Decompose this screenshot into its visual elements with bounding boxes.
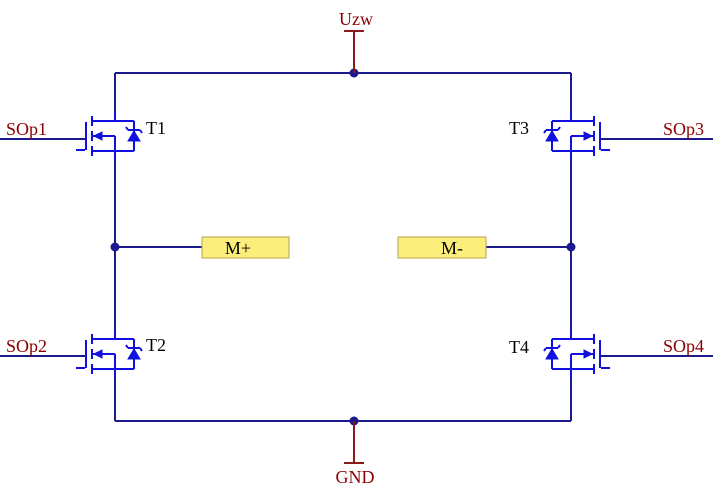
transistor-t4 xyxy=(543,329,611,379)
net-label-sop2: SOp2 xyxy=(6,336,47,356)
transistor-t3 xyxy=(543,111,611,161)
port-m-plus: M+ xyxy=(201,236,290,259)
port-m-minus-label: M- xyxy=(441,238,463,258)
net-label-sop3: SOp3 xyxy=(663,119,704,139)
ground-symbol xyxy=(344,421,364,464)
designator-t4: T4 xyxy=(509,337,529,357)
junction-right-mid xyxy=(566,242,576,252)
wiring xyxy=(0,72,713,422)
designator-t3: T3 xyxy=(509,118,529,138)
port-m-plus-label: M+ xyxy=(225,238,251,258)
junction-left-mid xyxy=(110,242,120,252)
ground-net-label: GND xyxy=(336,467,375,487)
transistor-t2 xyxy=(75,329,143,379)
designator-t1: T1 xyxy=(146,118,166,138)
power-symbol-top xyxy=(344,30,364,73)
transistor-t1 xyxy=(75,111,143,161)
net-label-sop1: SOp1 xyxy=(6,119,47,139)
net-label-sop4: SOp4 xyxy=(663,336,704,356)
power-net-label: Uzw xyxy=(339,9,373,29)
port-m-minus: M- xyxy=(397,236,487,259)
designator-t2: T2 xyxy=(146,335,166,355)
